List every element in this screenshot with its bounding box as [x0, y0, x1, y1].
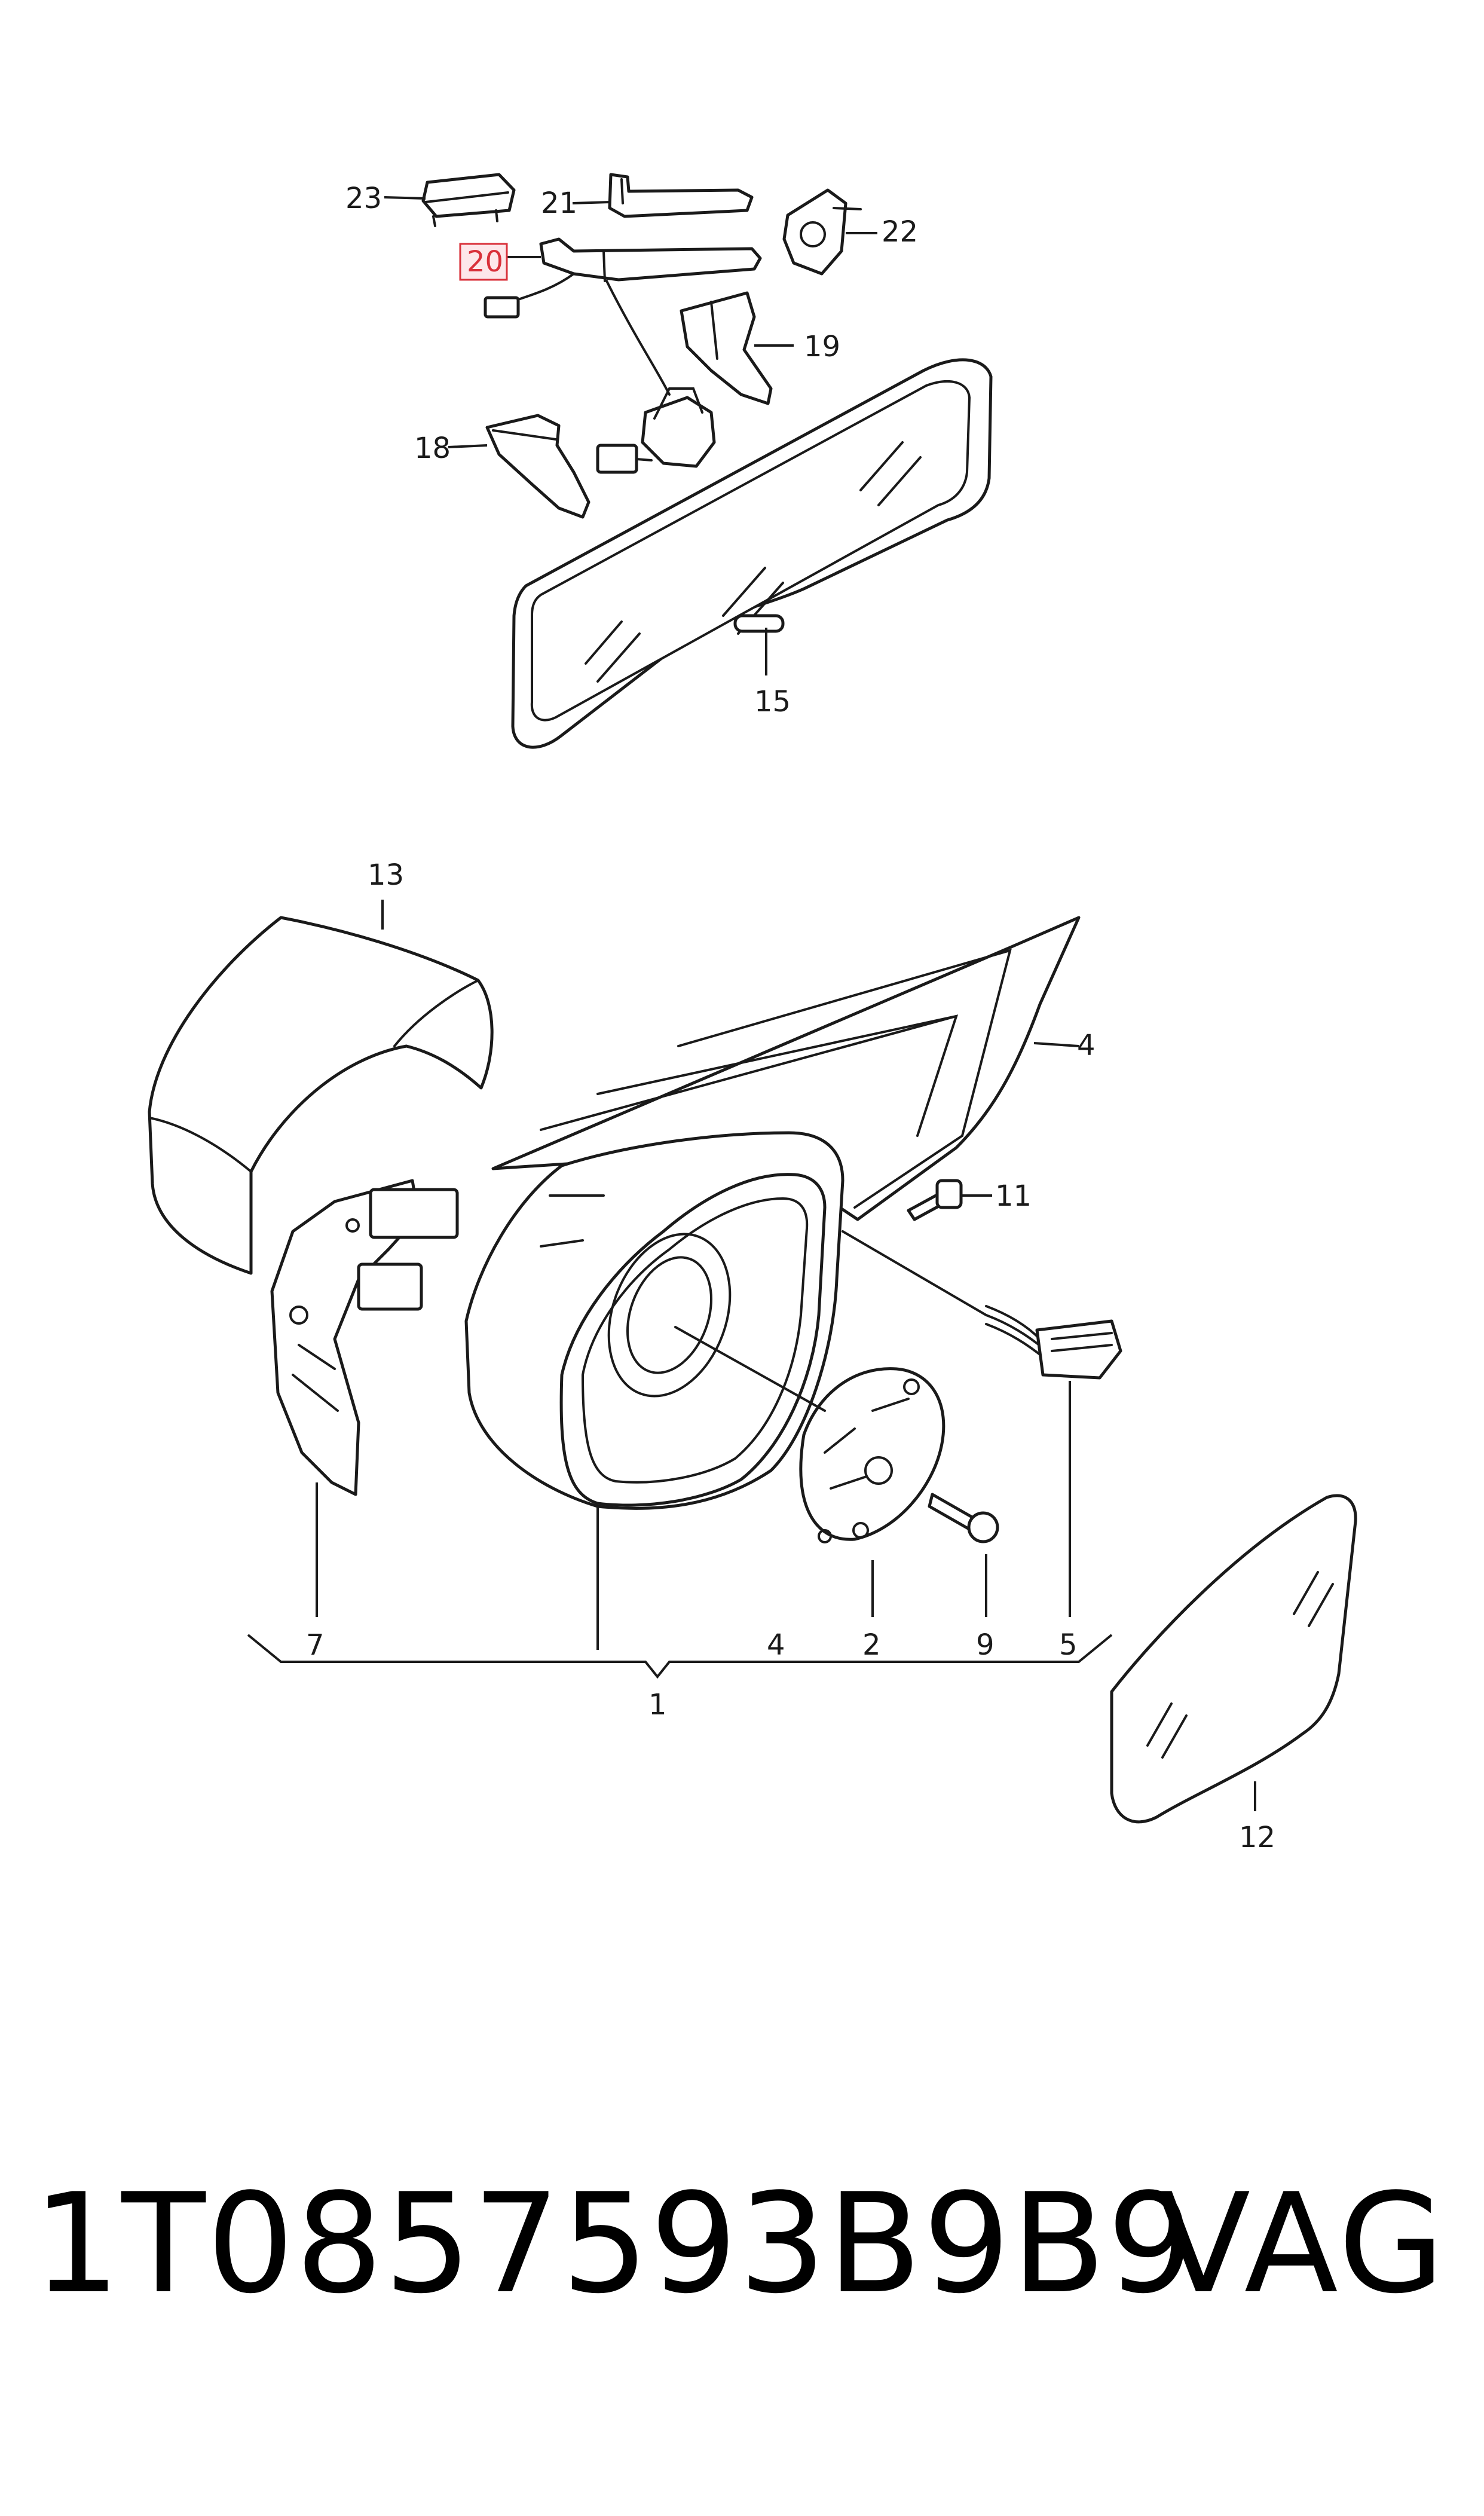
part-23-sensor-cover: [421, 173, 516, 227]
interior-leaders: [384, 196, 877, 675]
callout-21[interactable]: 21: [541, 187, 577, 220]
callout-labels: 23 21 22 20 19 18 15 13 4 11 7 4 2 9 5 1…: [306, 182, 1275, 1854]
part-9-screw: [928, 1493, 999, 1543]
callout-2[interactable]: 2: [862, 1628, 881, 1662]
part-21-upper-cover: [608, 173, 754, 218]
part-number-label: 1T0857593B9B9: [33, 2165, 1196, 2324]
callout-4-group[interactable]: 4: [767, 1628, 785, 1662]
part-2-adjustment-motor: [674, 1326, 946, 1543]
part-7-signal-bracket: [270, 1179, 459, 1496]
exterior-leaders: [247, 900, 1256, 1811]
callout-20-highlight: [459, 243, 508, 281]
part-5-connector: [842, 1230, 1122, 1380]
callout-19[interactable]: 19: [804, 330, 840, 363]
callout-23[interactable]: 23: [345, 182, 382, 215]
part-13-cap: [148, 916, 494, 1275]
callout-11[interactable]: 11: [995, 1179, 1032, 1213]
callout-5[interactable]: 5: [1059, 1628, 1078, 1662]
callout-4-base[interactable]: 4: [1077, 1029, 1096, 1062]
callout-20[interactable]: 20: [467, 245, 503, 279]
callout-7[interactable]: 7: [306, 1628, 325, 1662]
brand-label: VAG: [1156, 2165, 1448, 2324]
callout-13[interactable]: 13: [368, 858, 404, 892]
callout-1[interactable]: 1: [648, 1688, 667, 1722]
part-18-mount-cover: [485, 414, 590, 519]
part-11-bolt: [907, 1179, 963, 1221]
callout-12[interactable]: 12: [1239, 1821, 1275, 1854]
part-12-mirror-glass: [1110, 1494, 1357, 1824]
mirror-mount-foot: [596, 387, 716, 474]
part-15-mirror-body: [511, 358, 993, 749]
exterior-mirror-group: [148, 916, 1357, 1824]
part-4-mirror-base: [491, 916, 1081, 1221]
part-22-bracket: [782, 188, 862, 276]
part-20-wiring-trim: [484, 237, 762, 396]
callout-22[interactable]: 22: [882, 215, 918, 249]
callout-18[interactable]: 18: [414, 432, 451, 465]
callout-15[interactable]: 15: [754, 685, 791, 719]
interior-mirror-group: [421, 173, 993, 749]
part-19-side-cover: [680, 291, 773, 405]
part-1-mirror-housing: [464, 1131, 844, 1510]
callout-9[interactable]: 9: [976, 1628, 995, 1662]
